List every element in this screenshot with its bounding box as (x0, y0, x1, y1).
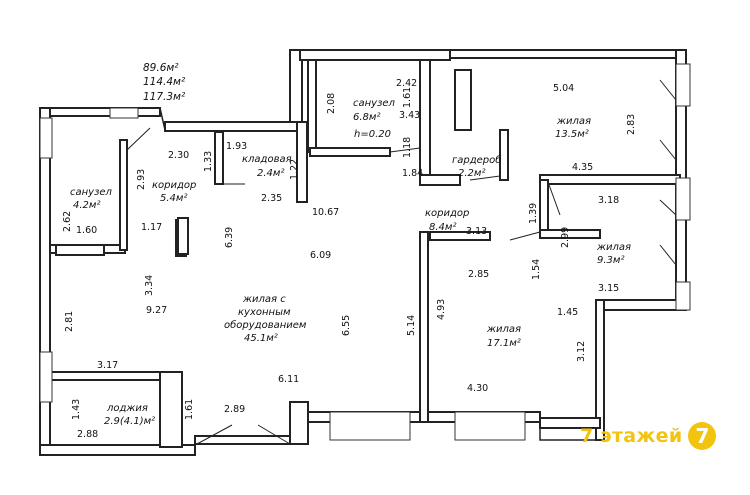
dim-6-11: 6.11 (278, 374, 299, 385)
dim-1-33: 1.33 (203, 151, 214, 172)
dim-4-93: 4.93 (436, 299, 447, 320)
living1-area: 13.5м² (555, 129, 589, 140)
brand-text: 7 этажей (580, 425, 683, 447)
dim-2-62: 2.62 (62, 211, 73, 232)
dim-1-39: 1.39 (528, 203, 539, 224)
corridor1-area: 5.4м² (160, 193, 187, 204)
dim-3-17: 3.17 (97, 360, 118, 371)
corridor2-area: 8.4м² (429, 222, 456, 233)
windows (39, 63, 691, 441)
window-living1-b (675, 177, 691, 221)
dim-3-12: 3.12 (576, 341, 587, 362)
dim-1-17: 1.17 (141, 222, 162, 233)
dim-6-55: 6.55 (341, 315, 352, 336)
window-living1-a (675, 63, 691, 107)
dim-2-88: 2.88 (77, 429, 98, 440)
loggia-name: лоджия (106, 403, 148, 414)
bath2-name: санузел (353, 98, 396, 109)
wardrobe-name: гардероб (452, 154, 501, 166)
dim-9-27: 9.27 (146, 305, 167, 316)
dim-2-85: 2.85 (468, 269, 489, 280)
living-kitchen-area: 45.1м² (244, 333, 278, 344)
dim-1-45: 1.45 (557, 307, 578, 318)
living2-area: 9.3м² (597, 255, 624, 266)
bath2-height: h=0.20 (354, 129, 391, 140)
living1-name: жилая (556, 116, 591, 127)
living-kitchen-name-3: оборудованием (224, 319, 307, 331)
dim-2-83: 2.83 (626, 114, 637, 135)
dim-2-89: 2.89 (224, 404, 245, 415)
living-kitchen-name-1: жилая с (242, 294, 286, 305)
window-loggia (39, 351, 53, 403)
living2-name: жилая (596, 242, 631, 253)
wardrobe-area: 2.2м² (458, 168, 485, 179)
window-corridor (109, 107, 139, 119)
corridor2-name: коридор (425, 208, 469, 219)
dim-2-30: 2.30 (168, 150, 189, 161)
bath1-name: санузел (70, 187, 113, 198)
dim-1-61-b: 1.61 (184, 399, 195, 420)
dim-3-43: 3.43 (399, 110, 420, 121)
doors (55, 79, 677, 445)
dim-1-18: 1.18 (402, 137, 413, 158)
dim-1-22: 1.22 (289, 159, 300, 180)
dim-4-30: 4.30 (467, 383, 488, 394)
dim-2-08: 2.08 (326, 93, 337, 114)
dim-1-84: 1.84 (402, 168, 423, 179)
living3-name: жилая (486, 324, 521, 335)
dim-3-18: 3.18 (598, 195, 619, 206)
bath2-area: 6.8м² (353, 112, 380, 123)
dim-2-93: 2.93 (136, 169, 147, 190)
dim-3-15: 3.15 (598, 283, 619, 294)
area-line-2: 114.4м² (143, 76, 186, 88)
dim-2-35: 2.35 (261, 193, 282, 204)
loggia-area: 2.9(4.1)м² (104, 416, 155, 427)
dim-2-42: 2.42 (396, 78, 417, 89)
living-kitchen-name-2: кухонным (238, 307, 291, 318)
dim-3-13: 3.13 (466, 226, 487, 237)
window-living-kitchen (329, 411, 411, 441)
dim-6-09: 6.09 (310, 250, 331, 261)
area-line-1: 89.6м² (143, 62, 179, 74)
dim-6-39: 6.39 (224, 227, 235, 248)
dim-1-93: 1.93 (226, 141, 247, 152)
window-bath1 (39, 117, 53, 159)
pantry-area: 2.4м² (257, 168, 284, 179)
dim-5-04: 5.04 (553, 83, 574, 94)
dim-1-54: 1.54 (531, 259, 542, 280)
dim-2-81: 2.81 (64, 311, 75, 332)
dim-1-61-a: 1.61 (402, 87, 413, 108)
bath1-area: 4.2м² (73, 200, 100, 211)
brand-badge-icon: 7 (688, 422, 717, 450)
dim-5-14: 5.14 (406, 315, 417, 336)
area-line-3: 117.3м² (143, 91, 186, 103)
corridor1-name: коридор (152, 180, 196, 191)
dim-2-99: 2.99 (560, 227, 571, 248)
dim-10-67: 10.67 (312, 207, 339, 218)
dim-3-34: 3.34 (144, 275, 155, 296)
pantry-name: кладовая (242, 154, 292, 165)
dim-4-35: 4.35 (572, 162, 593, 173)
living3-area: 17.1м² (487, 338, 521, 349)
window-living2 (675, 281, 691, 311)
window-living3 (454, 411, 526, 441)
brand-watermark: 7 этажей 7 (580, 422, 717, 450)
dim-1-60: 1.60 (76, 225, 97, 236)
dim-1-43: 1.43 (71, 399, 82, 420)
